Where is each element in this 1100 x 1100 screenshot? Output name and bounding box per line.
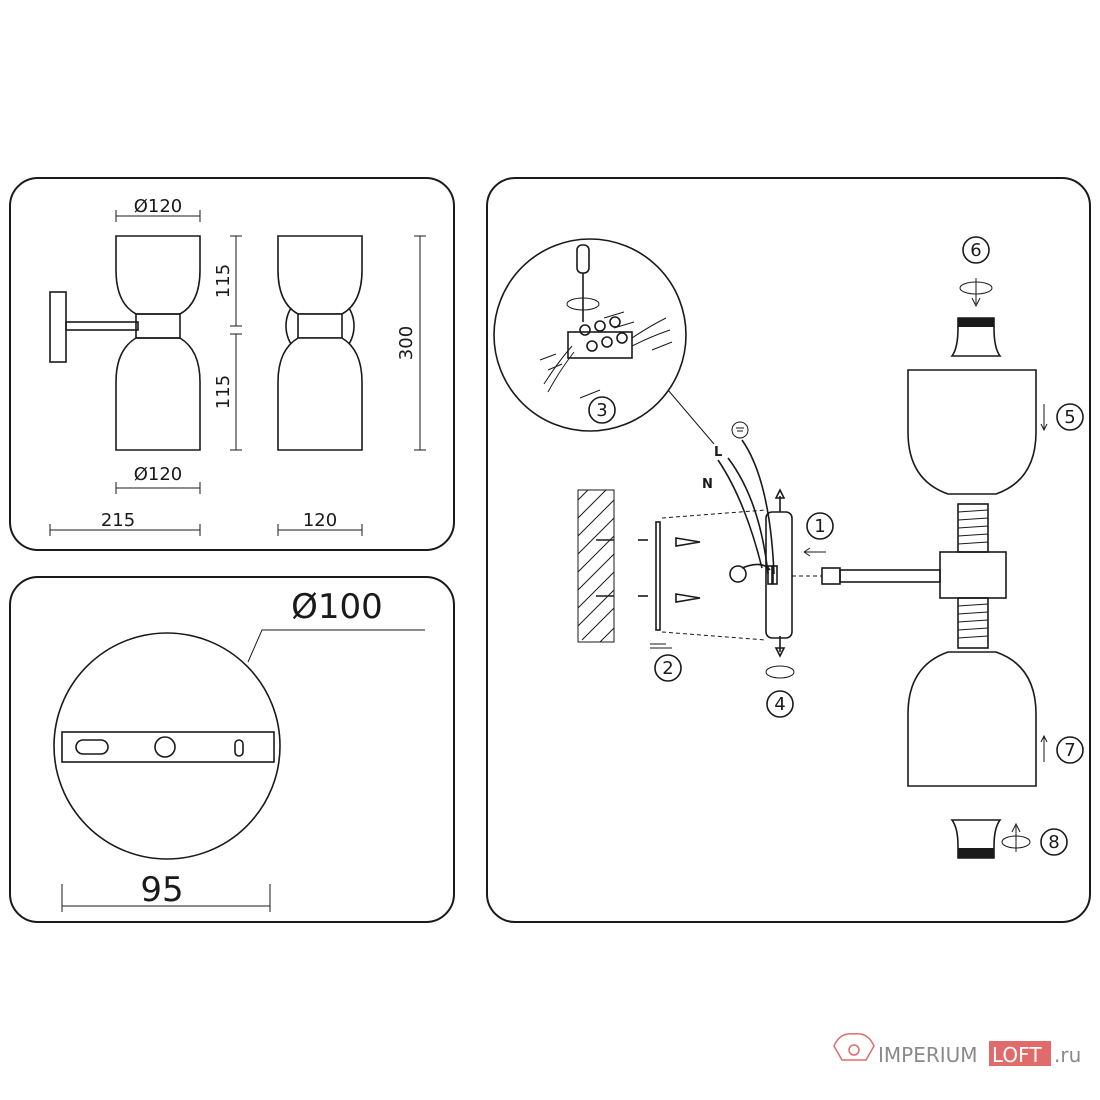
watermark-loft-badge	[989, 1041, 1051, 1066]
side-upper-shade	[115, 235, 201, 315]
side-view	[49, 235, 201, 451]
svg-text:5: 5	[1064, 407, 1075, 428]
shade-top-diameter-label: Ø120	[134, 196, 183, 217]
dimension-lines	[49, 210, 426, 536]
step-6: 6	[962, 236, 990, 264]
assembly-panel: L N	[486, 177, 1091, 923]
watermark-domain: .ru	[1054, 1043, 1081, 1067]
wall-fixings	[596, 509, 767, 649]
terminal-block	[567, 331, 633, 359]
base-plate-panel: Ø100 95	[9, 576, 455, 923]
projection-label: 215	[101, 510, 135, 531]
upper-shade-ring	[950, 317, 1002, 357]
arm-end	[821, 567, 841, 585]
base-plate-panel-frame	[9, 576, 455, 923]
mounting-slot-left	[75, 739, 109, 755]
lower-ring-thread	[958, 848, 994, 858]
dimensions-panel: Ø120 Ø120 115 115 300 215 120	[9, 177, 455, 551]
mounting-bar	[61, 731, 275, 763]
svg-text:8: 8	[1048, 832, 1059, 853]
side-connector	[135, 313, 181, 339]
svg-text:3: 3	[596, 400, 607, 421]
step-2: 2	[654, 654, 682, 682]
front-connector	[297, 313, 343, 339]
lower-socket-thread	[957, 597, 989, 649]
upper-shade-group	[907, 278, 1048, 495]
detail-circle	[493, 238, 687, 432]
svg-text:1: 1	[814, 516, 825, 537]
step-3: 3	[588, 396, 616, 424]
step-5: 5	[1056, 403, 1084, 431]
svg-text:2: 2	[662, 658, 673, 679]
mounting-bracket	[655, 521, 661, 631]
canopy	[650, 488, 826, 679]
front-view	[277, 235, 363, 451]
step-8: 8	[1040, 828, 1068, 856]
screwdriver-icon	[576, 244, 590, 274]
crown-logo-icon	[833, 1033, 875, 1061]
total-height-label: 300	[396, 326, 417, 360]
side-wall-plate	[49, 291, 67, 363]
lamp-connector	[939, 551, 1007, 599]
step-markers: 1 2 3 4 5 6 7	[588, 236, 1084, 856]
front-width-label: 120	[303, 510, 337, 531]
ground-icon	[731, 421, 749, 439]
base-disc	[53, 632, 281, 860]
screw-icon	[675, 593, 701, 603]
base-width-label: 95	[140, 870, 183, 910]
base-diameter-label: Ø100	[291, 587, 383, 627]
watermark: IMPERIUM LOFT .ru	[833, 1033, 1081, 1067]
detail-leader	[667, 389, 715, 445]
upper-height-label: 115	[213, 264, 234, 298]
live-wire-label: L	[714, 445, 722, 460]
wires: L N	[702, 421, 775, 575]
screw-icon	[675, 537, 701, 547]
svg-text:6: 6	[970, 240, 981, 261]
neutral-wire-label: N	[702, 477, 713, 492]
diameter-leader	[247, 629, 425, 663]
mounting-slot-right	[234, 739, 244, 757]
step-4: 4	[766, 690, 794, 718]
side-lower-shade	[115, 337, 201, 451]
lower-shade-group	[907, 651, 1048, 859]
assembly-panel-frame	[486, 177, 1091, 923]
front-lower-shade	[277, 337, 363, 451]
upper-glass-shade	[907, 369, 1037, 495]
lamp-arm	[839, 569, 941, 583]
center-hole	[154, 736, 176, 758]
shade-bottom-diameter-label: Ø120	[134, 464, 183, 485]
step-7: 7	[1056, 736, 1084, 764]
lower-glass-shade	[907, 651, 1037, 787]
upper-ring-thread	[958, 318, 994, 327]
terminal-detail	[493, 238, 715, 445]
side-arm	[65, 321, 139, 331]
svg-text:7: 7	[1064, 740, 1075, 761]
lamp-body	[792, 503, 1007, 649]
canopy-plate	[765, 511, 793, 639]
watermark-loft: LOFT	[992, 1043, 1042, 1067]
wall	[577, 489, 615, 643]
svg-text:4: 4	[774, 694, 785, 715]
watermark-imperium: IMPERIUM	[878, 1043, 978, 1067]
lower-height-label: 115	[213, 375, 234, 409]
front-upper-shade	[277, 235, 363, 315]
dimensions-panel-frame	[9, 177, 455, 551]
step-1: 1	[806, 512, 834, 540]
